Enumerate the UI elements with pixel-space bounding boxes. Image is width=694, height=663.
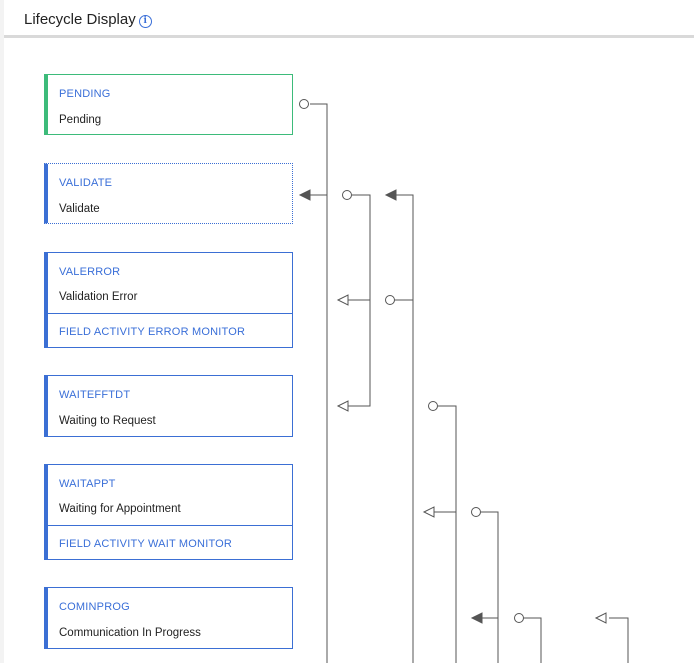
- default-transition-arrow: [470, 612, 483, 624]
- alternate-transition-arrow: [336, 400, 349, 412]
- transition-origin-circle: [342, 190, 352, 200]
- status-code[interactable]: PENDING: [59, 88, 111, 100]
- status-description: Validate: [59, 203, 100, 215]
- alternate-transition-arrow: [336, 294, 349, 306]
- alternate-transition-arrow: [594, 612, 607, 624]
- status-code[interactable]: WAITAPPT: [59, 478, 116, 490]
- transition-origin-circle: [514, 613, 524, 623]
- status-description: Communication In Progress: [59, 627, 201, 639]
- status-code[interactable]: VALERROR: [59, 266, 121, 278]
- connector-line: [523, 617, 542, 663]
- card-divider: [48, 313, 292, 314]
- connector-line: [396, 194, 414, 663]
- connector-line: [438, 405, 457, 663]
- status-code[interactable]: VALIDATE: [59, 177, 113, 189]
- default-transition-arrow: [384, 189, 397, 201]
- status-card-cominprog[interactable]: COMINPROG Communication In Progress: [44, 587, 293, 649]
- status-card-pending[interactable]: PENDING Pending: [44, 74, 293, 135]
- transition-origin-circle: [471, 507, 481, 517]
- connector-line: [310, 103, 328, 663]
- transition-diagram: [298, 99, 629, 663]
- status-description: Waiting for Appointment: [59, 503, 181, 515]
- status-code[interactable]: COMINPROG: [59, 601, 130, 613]
- monitor-link[interactable]: FIELD ACTIVITY WAIT MONITOR: [59, 538, 233, 550]
- transition-origin-circle: [299, 99, 309, 109]
- status-card-waitefftdt[interactable]: WAITEFFTDT Waiting to Request: [44, 375, 293, 437]
- alternate-transition-arrow: [422, 506, 435, 518]
- status-description: Pending: [59, 114, 102, 126]
- connector-line: [609, 617, 629, 663]
- info-icon[interactable]: i: [138, 15, 152, 28]
- status-description: Validation Error: [59, 291, 138, 303]
- monitor-link[interactable]: FIELD ACTIVITY ERROR MONITOR: [59, 326, 246, 338]
- status-card-validate[interactable]: VALIDATE Validate: [44, 163, 293, 224]
- status-card-valerror[interactable]: VALERROR Validation Error FIELD ACTIVITY…: [44, 252, 293, 348]
- card-divider: [48, 525, 292, 526]
- status-card-waitappt[interactable]: WAITAPPT Waiting for Appointment FIELD A…: [44, 464, 293, 560]
- status-description: Waiting to Request: [59, 415, 156, 427]
- connector-line: [481, 511, 499, 663]
- transition-origin-circle: [428, 401, 438, 411]
- status-code[interactable]: WAITEFFTDT: [59, 389, 131, 401]
- transition-origin-circle: [385, 295, 395, 305]
- default-transition-arrow: [298, 189, 311, 201]
